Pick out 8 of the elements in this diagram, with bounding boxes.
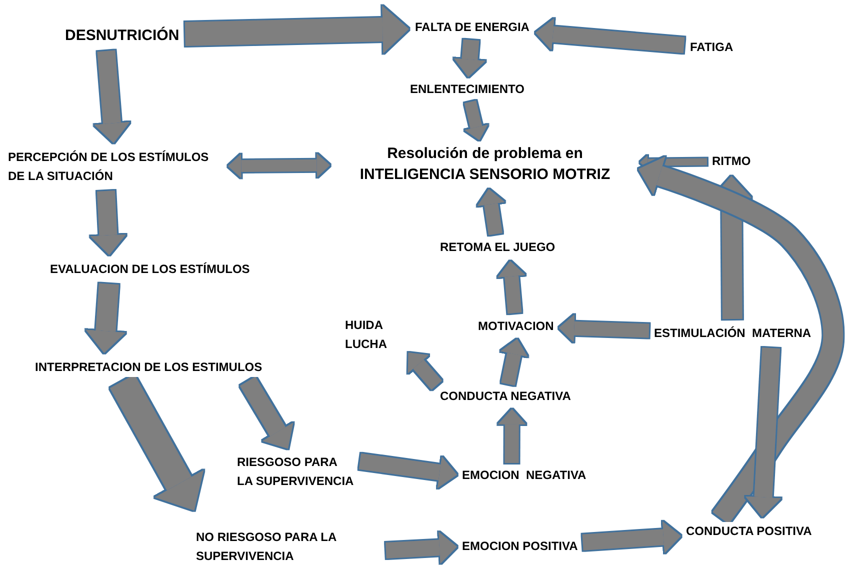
block-arrow	[745, 348, 782, 517]
block-arrow	[535, 18, 685, 54]
block-arrow	[110, 374, 204, 511]
block-arrow	[558, 314, 650, 342]
block-arrow	[184, 6, 409, 54]
block-arrow	[454, 39, 486, 77]
block-arrow	[228, 153, 330, 178]
block-arrow	[638, 156, 844, 524]
